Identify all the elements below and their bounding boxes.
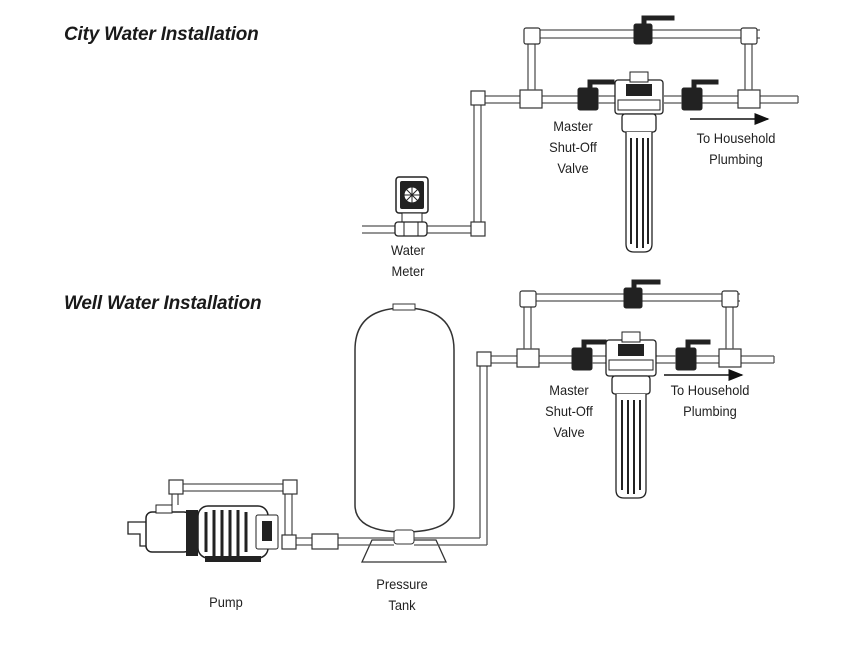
city-section-title: City Water Installation	[64, 24, 259, 45]
well-bypass-loop	[516, 279, 775, 368]
city-filter-housing	[614, 71, 664, 253]
pump-label: Pump	[209, 594, 243, 610]
city-bypass-loop	[519, 15, 799, 109]
city-supply-pipe	[362, 90, 520, 237]
well-master-valve-label: Master Shut-Off Valve	[545, 382, 593, 440]
city-shutoff-valves	[577, 79, 719, 111]
city-water-meter	[394, 176, 429, 237]
well-shutoff-valves	[571, 339, 711, 371]
well-pump	[127, 504, 279, 562]
well-section-title: Well Water Installation	[64, 293, 262, 314]
well-pressure-tank	[354, 303, 455, 563]
well-pump-piping	[168, 351, 520, 550]
well-filter-housing	[605, 331, 657, 499]
well-household-label: To Household Plumbing	[670, 382, 750, 419]
city-household-label: To Household Plumbing	[696, 130, 776, 167]
water-meter-label: Water Meter	[391, 242, 425, 279]
city-master-valve-label: Master Shut-Off Valve	[549, 118, 597, 176]
pressure-tank-label: Pressure Tank	[376, 576, 428, 613]
